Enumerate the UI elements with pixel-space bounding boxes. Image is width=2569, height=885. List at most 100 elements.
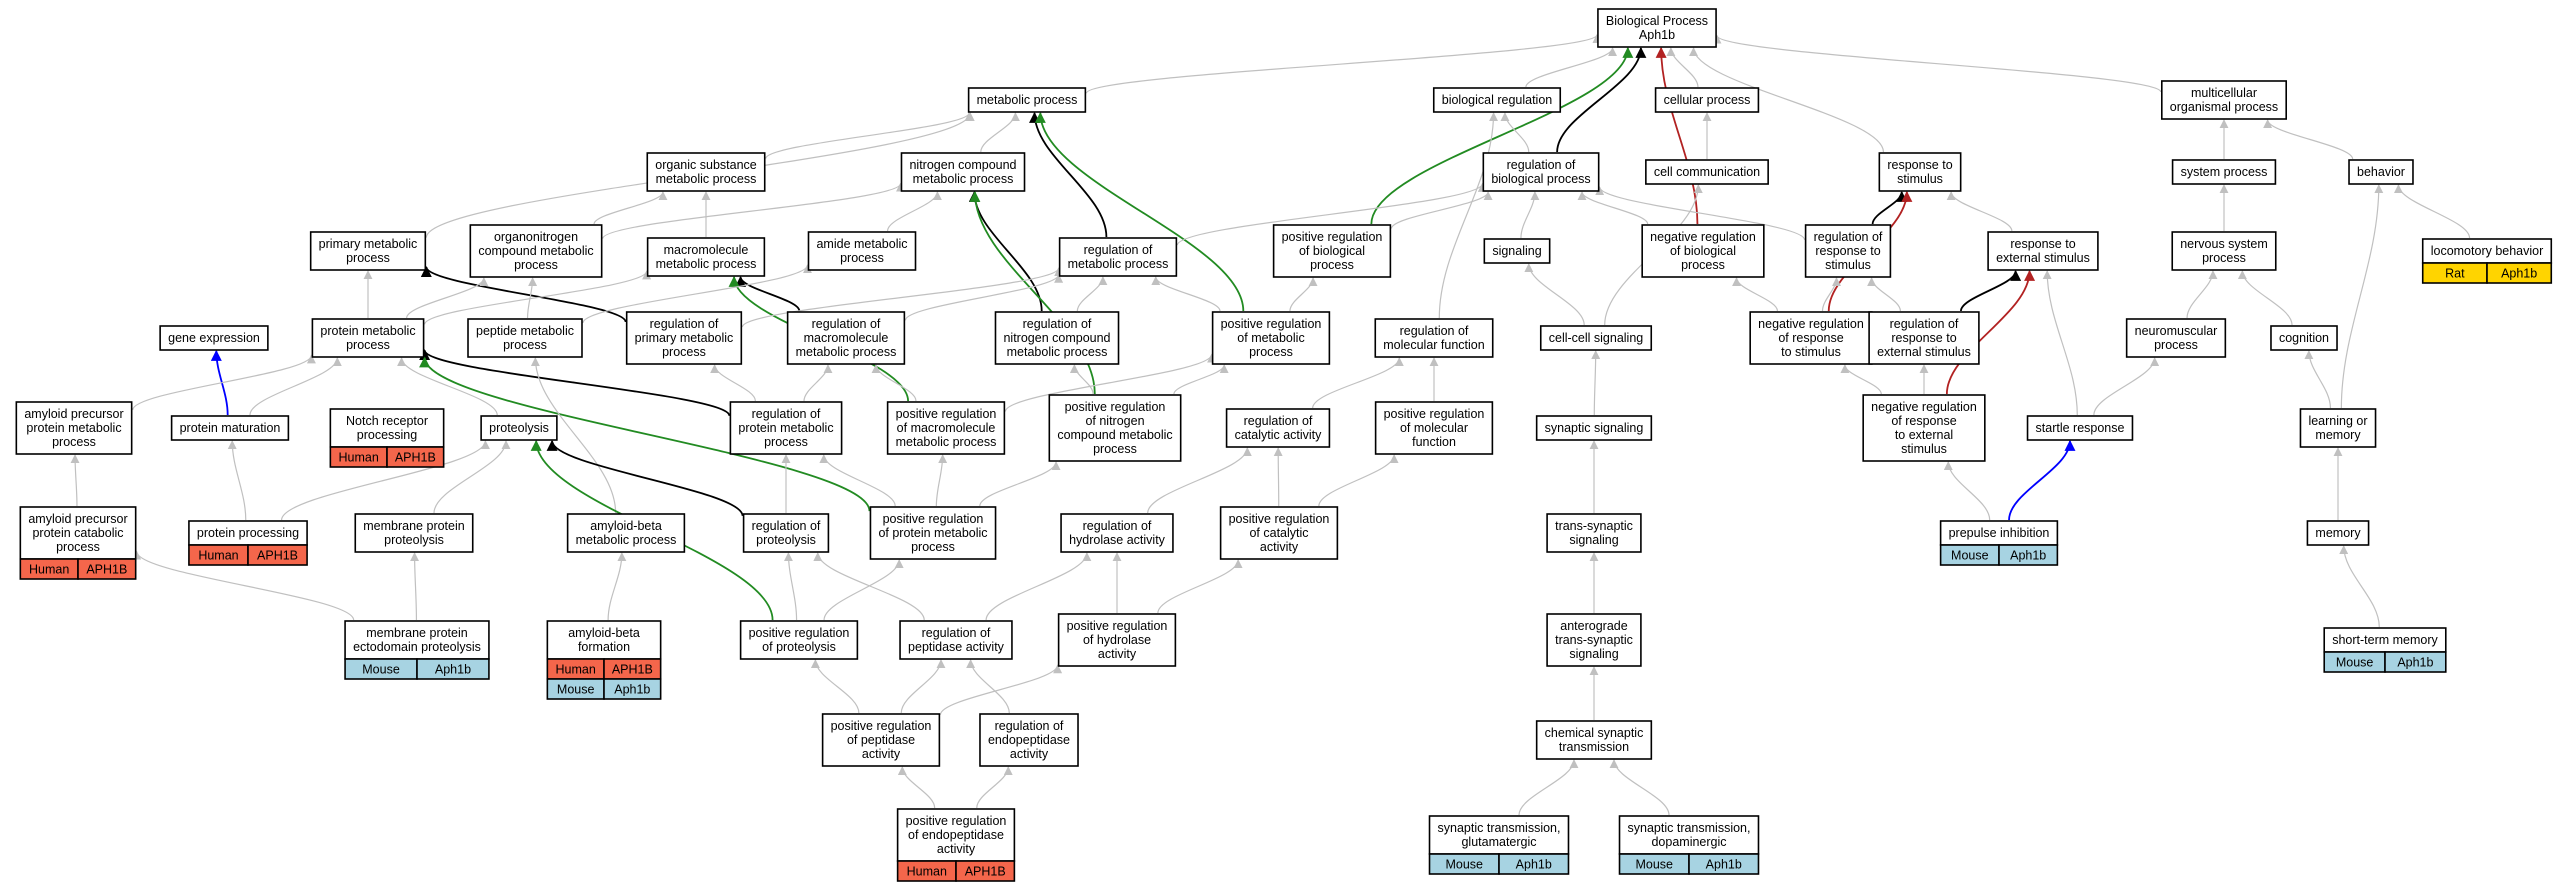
node-label: of metabolic bbox=[1237, 331, 1304, 345]
go-term-node[interactable]: signaling bbox=[1483, 238, 1551, 264]
go-term-node[interactable]: biological regulation bbox=[1432, 87, 1562, 113]
go-term-node[interactable]: protein maturation bbox=[170, 415, 290, 441]
go-term-node[interactable]: cellular process bbox=[1654, 87, 1760, 113]
node-label: multicellular bbox=[2191, 86, 2257, 100]
go-term-node[interactable]: metabolic process bbox=[967, 87, 1087, 113]
node-label: protein metabolic bbox=[738, 421, 833, 435]
go-term-node[interactable]: cell communication bbox=[1645, 159, 1769, 185]
node-box bbox=[899, 620, 1013, 660]
edge-green bbox=[1370, 46, 1634, 225]
go-term-node[interactable]: synaptic transmission,glutamatergicMouse… bbox=[1428, 815, 1570, 875]
go-term-node[interactable]: startle response bbox=[2026, 415, 2134, 441]
go-term-node[interactable]: cell-cell signaling bbox=[1539, 325, 1653, 351]
go-term-node[interactable]: cognition bbox=[2270, 325, 2338, 351]
edge-default bbox=[1176, 182, 1487, 246]
node-box bbox=[1878, 152, 1962, 192]
annotation-species-label: Mouse bbox=[362, 663, 400, 677]
node-label: protein processing bbox=[197, 526, 299, 540]
node-label: positive regulation bbox=[1065, 400, 1166, 414]
node-label: cell-cell signaling bbox=[1549, 331, 1644, 345]
node-box bbox=[739, 620, 859, 660]
go-term-node[interactable]: gene expression bbox=[159, 325, 269, 351]
node-label: activity bbox=[1260, 540, 1299, 554]
node-label: organic substance bbox=[655, 158, 757, 172]
edge-default bbox=[1595, 186, 1806, 241]
node-label: of hydrolase bbox=[1083, 633, 1151, 647]
edge-default bbox=[1577, 191, 1649, 225]
node-label: of catalytic bbox=[1249, 526, 1308, 540]
go-term-node[interactable]: system process bbox=[2171, 159, 2277, 185]
node-label: process bbox=[662, 345, 706, 359]
go-term-node[interactable]: proteolysis bbox=[480, 415, 558, 441]
edge-default bbox=[530, 357, 617, 514]
edge-default bbox=[710, 364, 756, 402]
edge-default bbox=[2186, 270, 2218, 319]
go-term-node[interactable]: synaptic signaling bbox=[1535, 415, 1653, 441]
node-label: external stimulus bbox=[1996, 251, 2090, 265]
node-box bbox=[1804, 224, 1892, 278]
node-label: protein metabolic bbox=[26, 421, 121, 435]
go-term-node[interactable]: memory bbox=[2306, 520, 2370, 546]
go-term-node[interactable]: behavior bbox=[2348, 159, 2414, 185]
